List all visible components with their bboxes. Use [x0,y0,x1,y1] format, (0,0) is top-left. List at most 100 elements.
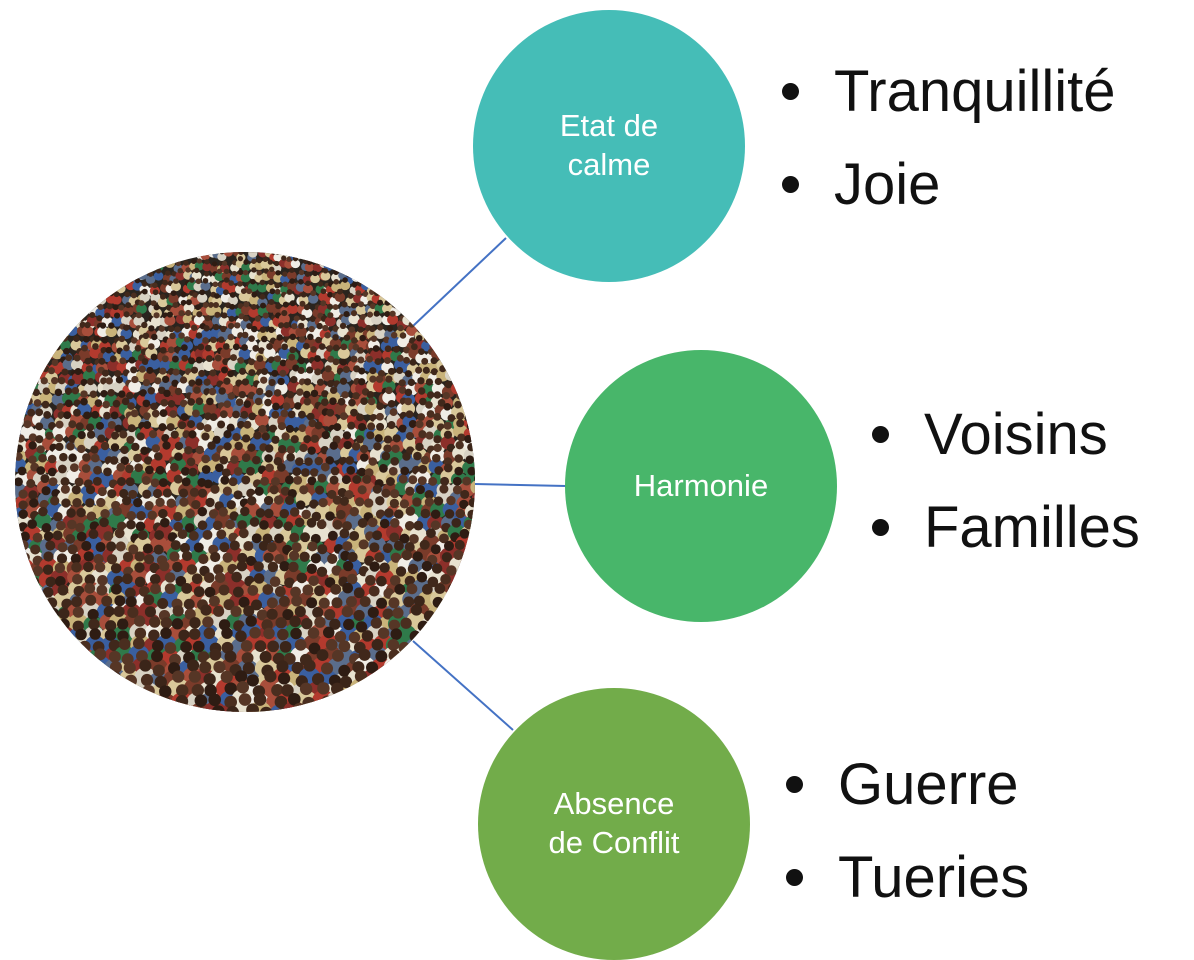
crowd-person-head [88,618,100,630]
crowd-person-head [421,357,429,365]
crowd-person-head [231,571,242,583]
crowd-person-head [420,455,430,465]
crowd-person-head [39,499,49,510]
crowd-person-head [443,402,452,411]
crowd-person-head [159,560,170,572]
crowd-person-head [325,258,332,265]
crowd-person-head [420,508,431,519]
crowd-person-head [205,497,215,508]
crowd-person-head [60,477,70,487]
crowd-person-head [32,532,43,543]
crowd-person-head [322,324,329,332]
crowd-person-head [387,421,396,430]
crowd-person-head [377,627,390,639]
crowd-person-head [325,638,338,651]
crowd-person-body [200,252,210,261]
crowd-person-head [67,519,77,530]
crowd-person-head [347,421,356,430]
crowd-person-head [142,543,153,554]
crowd-person-head [473,474,475,483]
crowd-person-head [185,267,191,273]
crowd-person-head [178,332,185,339]
crowd-person-head [107,389,115,397]
crowd-person-body [366,679,389,701]
crowd-person-head [314,616,326,628]
crowd-person-head [45,431,54,440]
crowd-person-head [284,475,294,485]
crowd-person-head [375,279,382,286]
crowd-person-head [462,553,473,565]
crowd-person-body [214,272,225,282]
crowd-person-head [30,595,42,607]
crowd-person-head [373,290,380,297]
crowd-person-head [299,300,306,307]
crowd-person-head [4,519,14,529]
crowd-person-head [281,255,287,261]
crowd-person-head [390,457,399,466]
crowd-person-head [54,562,66,574]
crowd-person-head [58,618,70,630]
crowd-person-head [203,627,216,640]
crowd-person-head [393,540,404,551]
crowd-person-head [235,245,240,250]
crowd-person-head [467,509,475,520]
crowd-person-head [376,422,385,431]
crowd-person-head [123,344,130,352]
crowd-person-head [430,357,438,365]
crowd-person-head [151,333,158,341]
crowd-person-head [417,413,426,421]
crowd-person-head [84,582,96,594]
crowd-person-head [174,326,181,333]
crowd-person-head [226,500,236,510]
crowd-person-head [220,670,233,683]
crowd-person-body [32,360,45,372]
crowd-person-head [361,630,374,642]
crowd-person-head [303,390,311,399]
crowd-person-head [237,269,244,276]
crowd-person-head [185,309,192,317]
crowd-person-head [407,378,416,387]
crowd-person-head [437,337,444,344]
crowd-person-head [189,277,195,283]
crowd-person-head [279,369,287,377]
crowd-person-head [229,540,240,551]
crowd-person-body [93,679,116,701]
crowd-person-head [172,252,178,256]
crowd-person-head [379,562,390,573]
crowd-person-body [334,292,346,303]
crowd-person-head [77,444,86,454]
crowd-person-head [162,279,168,286]
crowd-person-head [304,252,310,254]
crowd-person-head [453,549,464,561]
crowd-person-head [3,467,12,476]
crowd-person-head [53,512,63,522]
crowd-person-head [398,386,407,394]
node-absence-de-conflit-label: Absence de Conflit [529,785,699,863]
crowd-person-head [405,410,414,419]
crowd-person-head [102,400,110,409]
crowd-person-head [278,595,290,607]
crowd-person-head [107,489,117,499]
crowd-person-head [198,369,206,378]
crowd-person-head [93,292,100,299]
crowd-person-head [247,443,256,452]
crowd-person-head [334,259,340,265]
crowd-person-head [258,540,269,551]
crowd-person-head [300,291,307,298]
crowd-person-head [243,259,249,265]
crowd-person-body [15,535,21,552]
crowd-person-head [171,355,179,363]
crowd-person-head [357,356,365,364]
crowd-person-head [168,325,175,333]
crowd-person-head [417,377,425,385]
crowd-person-head [158,696,172,710]
crowd-person-head [241,344,248,351]
crowd-person-head [141,475,151,485]
crowd-person-head [388,466,398,476]
crowd-person-body [87,668,109,689]
crowd-person-body [70,359,84,371]
crowd-person-head [223,400,232,409]
crowd-person-head [47,467,57,477]
crowd-person-head [428,476,438,486]
